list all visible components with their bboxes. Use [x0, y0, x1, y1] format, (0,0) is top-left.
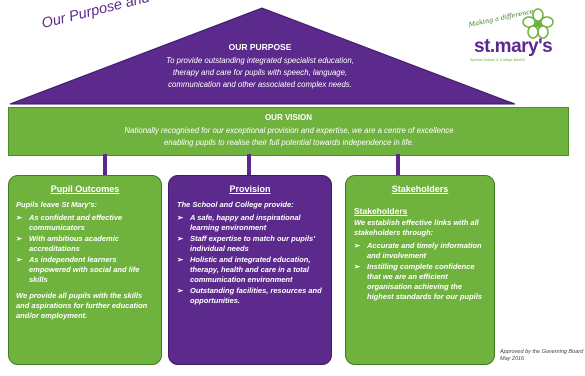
connector-outcomes	[103, 154, 107, 176]
provision-list: ➢A safe, happy and inspirational learnin…	[177, 213, 327, 306]
vision-bar: OUR VISION Nationally recognised for our…	[8, 107, 569, 156]
stakeholders-box: Stakeholders Stakeholders We establish e…	[345, 175, 495, 365]
vision-line: Nationally recognised for our exceptiona…	[124, 126, 454, 135]
provision-box: Provision The School and College provide…	[168, 175, 332, 365]
roof-shape	[9, 7, 516, 105]
stakeholders-title: Stakeholders	[391, 184, 449, 194]
list-item: ➢With ambitious academic accreditations	[16, 234, 119, 253]
vision-text: Nationally recognised for our exceptiona…	[39, 125, 539, 149]
arrow-bullet-icon: ➢	[354, 262, 361, 271]
purpose-line: To provide outstanding integrated specia…	[166, 56, 354, 65]
provision-intro: The School and College provide:	[177, 200, 294, 209]
list-item: ➢Holistic and integrated education, ther…	[177, 255, 311, 284]
arrow-bullet-icon: ➢	[16, 213, 23, 222]
purpose-heading: OUR PURPOSE	[228, 42, 292, 52]
purpose-line: therapy and care for pupils with speech,…	[172, 68, 348, 77]
arrow-bullet-icon: ➢	[16, 255, 23, 264]
purpose-text: To provide outstanding integrated specia…	[110, 55, 410, 91]
provision-content: The School and College provide: ➢A safe,…	[177, 200, 327, 307]
stakeholders-content: Stakeholders We establish effective link…	[354, 206, 490, 303]
pupil-outcomes-box: Pupil Outcomes Pupils leave St Mary's: ➢…	[8, 175, 162, 365]
purpose-line: communication and other associated compl…	[168, 80, 352, 89]
connector-stakeholders	[396, 154, 400, 176]
pupil-outcomes-intro: Pupils leave St Mary's:	[16, 200, 97, 209]
stakeholders-intro: We establish effective links with all st…	[354, 218, 479, 237]
list-item: ➢Outstanding facilities, resources and o…	[177, 286, 322, 305]
arrow-bullet-icon: ➢	[16, 234, 23, 243]
pupil-outcomes-title: Pupil Outcomes	[50, 184, 120, 194]
arrow-bullet-icon: ➢	[177, 286, 184, 295]
flower-logo-icon	[522, 8, 554, 39]
list-item: ➢A safe, happy and inspirational learnin…	[177, 213, 301, 232]
arrow-bullet-icon: ➢	[354, 241, 361, 250]
arrow-bullet-icon: ➢	[177, 234, 184, 243]
pupil-outcomes-content: Pupils leave St Mary's: ➢As confident an…	[16, 200, 156, 321]
list-item: ➢As confident and effective communicator…	[16, 213, 123, 232]
list-item: ➢As independent learners empowered with …	[16, 255, 140, 284]
stakeholders-subtitle: Stakeholders	[354, 206, 408, 216]
vision-line: enabling pupils to realise their full po…	[163, 138, 415, 147]
provision-title: Provision	[229, 184, 271, 194]
stakeholders-list: ➢Accurate and timely information and inv…	[354, 241, 490, 302]
pupil-outcomes-footer: We provide all pupils with the skills an…	[16, 291, 148, 320]
logo-name: st.mary's	[474, 36, 553, 57]
list-item: ➢Accurate and timely information and inv…	[354, 241, 482, 260]
list-item: ➢Instilling complete confidence that we …	[354, 262, 483, 301]
arrow-bullet-icon: ➢	[177, 213, 184, 222]
arrow-bullet-icon: ➢	[177, 255, 184, 264]
approval-note: Approved by the Governing Board May 2016	[500, 349, 584, 362]
pupil-outcomes-list: ➢As confident and effective communicator…	[16, 213, 156, 285]
vision-heading: OUR VISION	[264, 113, 313, 122]
logo-subtitle: Special School & College Bexhill	[470, 58, 525, 62]
connector-provision	[247, 154, 251, 176]
list-item: ➢Staff expertise to match our pupils' in…	[177, 234, 316, 253]
